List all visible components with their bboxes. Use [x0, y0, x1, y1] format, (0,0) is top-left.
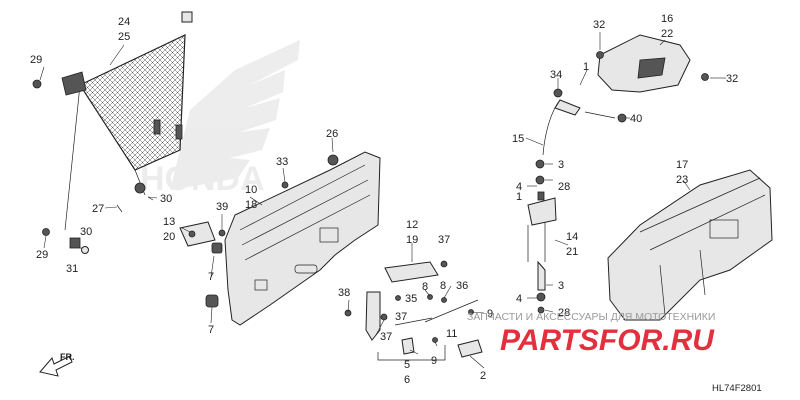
callout-26: 26 — [326, 128, 338, 140]
callout-10: 10 — [245, 184, 257, 196]
callout-30: 30 — [160, 193, 172, 205]
callout-22: 22 — [661, 28, 673, 40]
callout-32: 32 — [726, 73, 738, 85]
callout-21: 21 — [566, 246, 578, 258]
callout-1: 1 — [583, 61, 589, 73]
callout-8: 8 — [422, 281, 428, 293]
callout-30: 30 — [80, 226, 92, 238]
callout-5: 5 — [404, 359, 410, 371]
callout-33: 33 — [276, 156, 288, 168]
front-direction-arrow: FR. — [39, 352, 75, 377]
callout-8: 8 — [440, 280, 446, 292]
callout-3: 3 — [558, 280, 564, 292]
callout-37: 37 — [380, 331, 392, 343]
callout-32: 32 — [593, 19, 605, 31]
bracket-13-20 — [179, 221, 226, 308]
callout-37: 37 — [438, 234, 450, 246]
honda-wing-watermark: HONDA — [140, 40, 300, 198]
callout-36: 36 — [456, 280, 468, 292]
callout-6: 6 — [404, 374, 410, 386]
callout-35: 35 — [405, 293, 417, 305]
callout-14: 14 — [566, 231, 578, 243]
callout-17: 17 — [676, 159, 688, 171]
callout-40: 40 — [630, 113, 642, 125]
callout-20: 20 — [163, 231, 175, 243]
watermark-logo: PARTSFOR.RU — [500, 324, 715, 357]
site-watermark: ЗАПЧАСТИ И АКСЕССУАРЫ ДЛЯ МОТОТЕХНИКИ PA… — [467, 311, 715, 357]
callout-24: 24 — [118, 16, 130, 28]
callout-4: 4 — [516, 181, 522, 193]
callout-23: 23 — [676, 174, 688, 186]
callout-13: 13 — [163, 216, 175, 228]
right-side-panel — [607, 169, 773, 321]
front-direction-label: FR. — [60, 352, 75, 362]
callout-7: 7 — [208, 271, 214, 283]
left-side-panel — [224, 151, 381, 326]
callout-9: 9 — [431, 355, 437, 367]
callout-12: 12 — [406, 219, 418, 231]
cargo-net — [32, 11, 193, 254]
callout-25: 25 — [118, 31, 130, 43]
callout-29: 29 — [30, 54, 42, 66]
callout-7: 7 — [208, 324, 214, 336]
callout-4: 4 — [516, 293, 522, 305]
callout-3: 3 — [558, 159, 564, 171]
watermark-tagline: ЗАПЧАСТИ И АКСЕССУАРЫ ДЛЯ МОТОТЕХНИКИ — [467, 311, 715, 323]
diagram-code: HL74F2801 — [712, 383, 762, 394]
upper-cover — [596, 34, 709, 93]
callout-39: 39 — [216, 201, 228, 213]
callout-9: 9 — [487, 308, 493, 320]
callout-11: 11 — [446, 328, 457, 340]
callout-29: 29 — [36, 249, 48, 261]
callout-19: 19 — [406, 234, 418, 246]
callout-labels: 24 25 29 27 30 29 30 31 13 20 39 7 7 33 … — [30, 13, 738, 386]
callout-18: 18 — [245, 199, 257, 211]
leader-lines — [39, 32, 726, 369]
callout-28: 28 — [558, 307, 570, 319]
callout-27: 27 — [92, 203, 104, 215]
callout-2: 2 — [480, 370, 486, 382]
callout-1: 1 — [516, 191, 522, 203]
callout-34: 34 — [550, 69, 562, 81]
door-cable — [527, 88, 627, 314]
latch-linkage — [344, 260, 483, 361]
callout-28: 28 — [558, 181, 570, 193]
callout-16: 16 — [661, 13, 673, 25]
callout-31: 31 — [66, 263, 78, 275]
callout-15: 15 — [512, 133, 524, 145]
callout-38: 38 — [338, 287, 350, 299]
callout-37: 37 — [395, 311, 407, 323]
honda-watermark-text: HONDA — [140, 160, 265, 198]
